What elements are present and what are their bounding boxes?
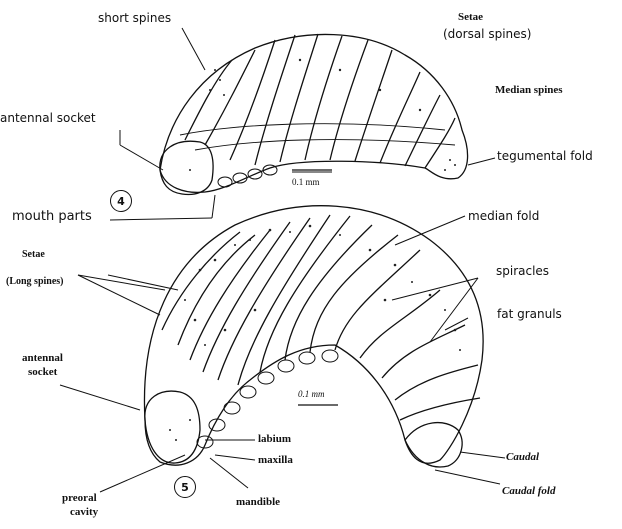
larva-figure-5 [144,206,483,467]
label-mandible: mandible [236,497,280,508]
label-socket-5: socket [28,367,57,378]
label-fat-granuls: fat granuls [497,308,562,320]
label-setae-dorsal: Setae [458,12,483,23]
label-antennal-5: antennal [22,353,63,364]
label-spiracles: spiracles [496,265,549,277]
label-tegumental-fold: tegumental fold [497,150,593,162]
label-mouth-parts: mouth parts [12,210,92,223]
label-cavity: cavity [70,507,98,518]
label-scale-5: 0.1 mm [298,390,325,399]
label-dorsal-spines: (dorsal spines) [443,28,531,40]
label-maxilla: maxilla [258,455,293,466]
label-long-spines: (Long spines) [6,277,64,287]
leader-lines-figure-5 [60,216,505,492]
label-labium: labium [258,434,291,445]
label-antennal-socket-4: antennal socket [0,112,96,124]
label-setae-5: Setae [22,250,45,260]
label-scale-4: 0.1 mm [292,178,320,187]
label-short-spines: short spines [98,12,171,24]
label-median-spines: Median spines [495,85,563,96]
figure-number-5: 5 [174,476,196,498]
label-caudal-fold: Caudal fold [502,486,555,497]
label-preoral: preoral [62,493,97,504]
figure-number-4: 4 [110,190,132,212]
label-median-fold: median fold [468,210,539,222]
label-caudal: Caudal [506,452,539,463]
